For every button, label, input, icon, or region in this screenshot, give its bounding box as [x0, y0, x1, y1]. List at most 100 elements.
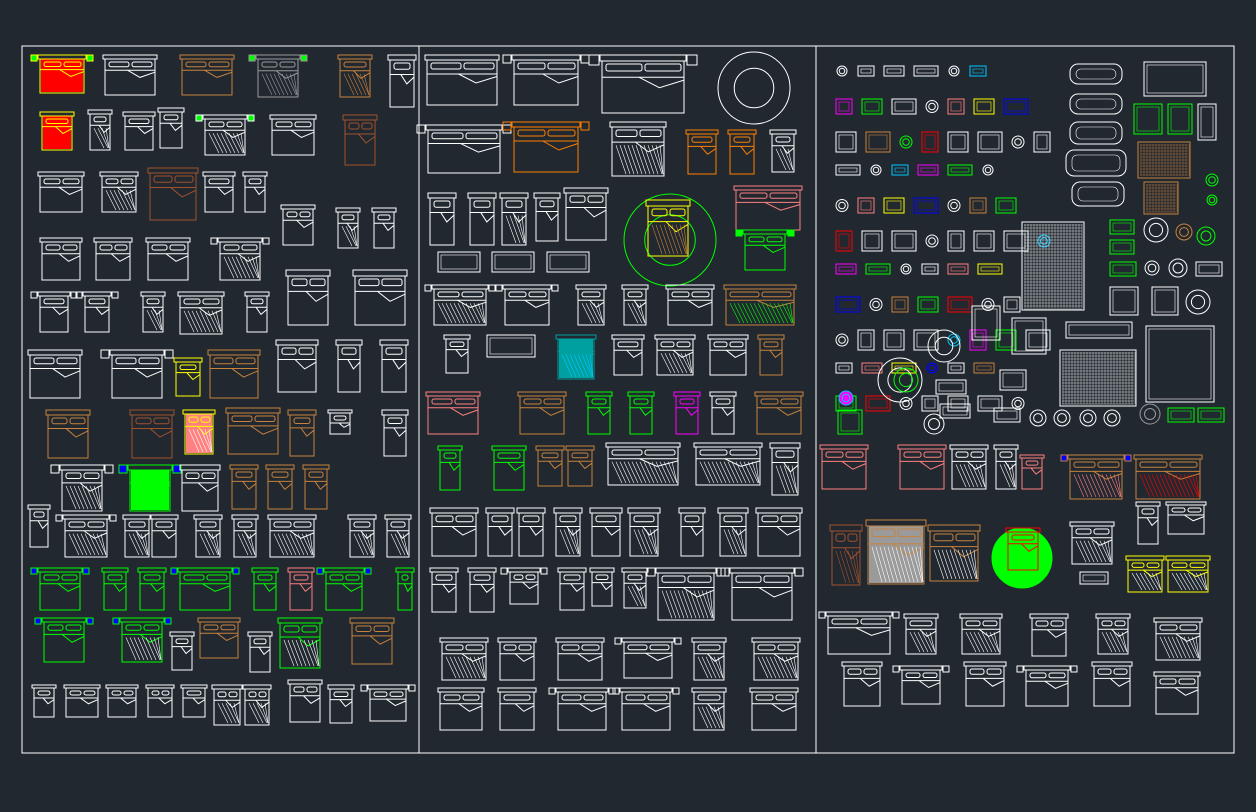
- furniture-symbol: [835, 164, 861, 176]
- bed-symbol: [416, 124, 512, 174]
- bed-symbol: [327, 409, 353, 435]
- sofa-symbol: [486, 334, 536, 358]
- bed-symbol: [497, 637, 537, 681]
- bed-symbol: [424, 54, 500, 106]
- furniture-symbol: [921, 263, 939, 275]
- furniture-symbol: [835, 230, 853, 252]
- round-table-symbol: [1143, 217, 1169, 243]
- bed-symbol: [665, 284, 715, 326]
- furniture-symbol: [947, 131, 969, 153]
- furniture-symbol: [913, 197, 939, 214]
- bed-symbol: [180, 684, 208, 718]
- bed-symbol: [1091, 661, 1133, 707]
- bed-symbol: [757, 334, 785, 376]
- bed-symbol: [485, 507, 515, 557]
- furniture-symbol: [977, 263, 1003, 275]
- bed-symbol: [841, 661, 883, 707]
- chair-symbol: [981, 298, 995, 311]
- bed-symbol: [548, 687, 616, 731]
- bed-symbol: [769, 442, 801, 496]
- bed-symbol: [517, 391, 567, 435]
- headboard-symbol: [491, 251, 535, 273]
- bed-symbol: [609, 121, 667, 177]
- chair-symbol: [971, 305, 1001, 341]
- furniture-symbol: [947, 230, 965, 252]
- bed-symbol: [963, 661, 1007, 707]
- square-table-symbol: [1011, 317, 1047, 355]
- bed-symbol: [897, 444, 947, 490]
- furniture-symbol: [977, 131, 1003, 153]
- bed-symbol: [425, 391, 481, 435]
- furniture-symbol: [947, 296, 973, 313]
- bed-symbol: [499, 192, 529, 246]
- bed-symbol: [1133, 454, 1203, 500]
- bed-symbol: [140, 291, 166, 333]
- bed-symbol: [182, 409, 216, 455]
- stool-symbol: [1109, 261, 1137, 277]
- bed-symbol: [207, 349, 261, 399]
- bed-symbol: [145, 684, 175, 718]
- bed-symbol: [287, 679, 323, 723]
- bed-symbol: [829, 524, 863, 586]
- bed-symbol: [589, 567, 615, 607]
- panel-frames: [21, 45, 1235, 754]
- bench-symbol: [939, 403, 971, 419]
- furniture-symbol: [973, 230, 995, 252]
- headboard-symbol: [546, 251, 590, 273]
- bed-symbol: [685, 129, 719, 175]
- bed-symbol: [337, 54, 373, 98]
- bed-symbol: [717, 507, 749, 557]
- corner-table-symbol: [837, 409, 863, 435]
- bed-symbol: [818, 611, 900, 655]
- furniture-symbol: [1003, 98, 1029, 115]
- bed-symbol: [557, 567, 587, 611]
- round-table-symbol: [923, 413, 945, 435]
- furniture-symbol: [865, 395, 891, 412]
- bed-symbol: [565, 445, 595, 487]
- round-table-symbol: [1144, 260, 1160, 276]
- bed-symbol: [673, 391, 701, 435]
- chair-symbol: [899, 397, 913, 410]
- bed-symbol: [516, 507, 546, 557]
- rug-frame-symbol: [1145, 325, 1215, 403]
- chair-symbol: [982, 164, 994, 176]
- chair-symbol: [948, 65, 960, 77]
- bed-symbol: [437, 687, 485, 731]
- bed-symbol: [275, 339, 319, 393]
- chair-symbol: [836, 65, 848, 77]
- bed-symbol: [202, 171, 236, 213]
- bed-symbol: [588, 54, 698, 114]
- bed-symbol: [45, 409, 91, 459]
- bed-symbol: [27, 349, 83, 399]
- bed-symbol: [31, 684, 57, 718]
- bed-symbol: [769, 129, 797, 173]
- bed-symbol: [63, 684, 101, 718]
- bed-symbol: [30, 54, 94, 94]
- bed-symbol: [225, 407, 281, 455]
- bed-symbol: [170, 567, 240, 611]
- bed-symbol: [195, 114, 255, 156]
- bed-symbol: [500, 567, 548, 605]
- cabinet-symbol: [1133, 103, 1163, 135]
- panel-right-frame: [815, 45, 1235, 754]
- carpet-symbol: [1143, 181, 1179, 215]
- bed-symbol: [555, 637, 605, 681]
- furniture-symbol: [973, 98, 995, 115]
- bed-symbol: [352, 269, 408, 326]
- furniture-symbol: [857, 65, 875, 77]
- ottoman-symbol: [1168, 258, 1188, 278]
- bed-symbol: [1069, 521, 1115, 565]
- furniture-symbol: [977, 395, 1003, 412]
- bed-symbol: [1153, 617, 1203, 661]
- bed-symbol: [287, 567, 315, 611]
- bed-symbol: [555, 334, 597, 380]
- bench-symbol: [1197, 407, 1225, 423]
- table-symbol: [1069, 63, 1123, 85]
- bed-symbol: [693, 442, 763, 486]
- furniture-symbol: [913, 65, 939, 77]
- furniture-symbol: [947, 98, 965, 115]
- chair-symbol: [1037, 234, 1051, 248]
- bed-symbol: [360, 684, 416, 722]
- bed-symbol: [37, 171, 85, 213]
- bed-symbol: [177, 291, 225, 335]
